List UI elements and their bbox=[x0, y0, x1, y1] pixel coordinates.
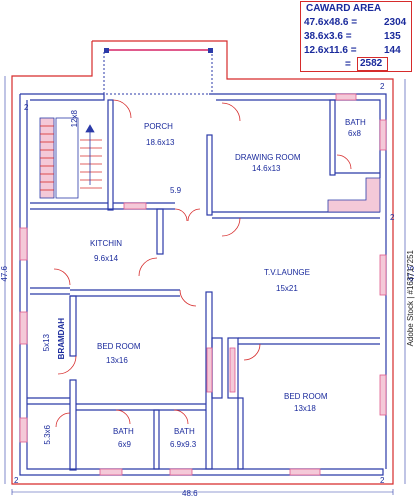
area-row: 12.6x11.6 = 144 bbox=[304, 45, 401, 56]
area-total: 2582 bbox=[360, 58, 383, 69]
doors bbox=[53, 99, 352, 428]
room-size-bath2: 6.9x9.3 bbox=[170, 440, 197, 449]
stock-watermark: Adobe Stock | #163717251 bbox=[406, 250, 415, 347]
porch-opening bbox=[103, 48, 213, 95]
area-total-prefix: = bbox=[345, 59, 351, 70]
plot-boundary bbox=[11, 40, 394, 485]
room-size-small: 5.3x6 bbox=[43, 425, 52, 445]
room-name-bath-top: BATH bbox=[345, 118, 366, 127]
dim-left-depth: 47.6 bbox=[0, 266, 9, 282]
dimension-lines bbox=[4, 76, 406, 495]
windows bbox=[19, 93, 387, 476]
room-size-kitchen: 9.6x14 bbox=[94, 254, 119, 263]
drawing-corner-unit bbox=[327, 177, 381, 213]
area-row-value: 135 bbox=[384, 31, 401, 42]
area-row: 47.6x48.6 = 2304 bbox=[304, 17, 406, 28]
dim-offset-mid-right: 2 bbox=[390, 213, 395, 222]
room-name-bramdah: BRAMDAH bbox=[57, 318, 66, 360]
area-table-title: CAWARD AREA bbox=[306, 3, 382, 14]
dim-gap: 5.9 bbox=[170, 186, 182, 195]
room-size-bed1: 13x16 bbox=[106, 356, 128, 365]
room-size-porch: 18.6x13 bbox=[146, 138, 175, 147]
room-size-bath-top: 6x8 bbox=[348, 129, 361, 138]
dim-offset-top-right: 2 bbox=[380, 82, 385, 91]
area-table: CAWARD AREA 47.6x48.6 = 2304 38.6x3.6 = … bbox=[300, 1, 412, 72]
room-size-bed2: 13x18 bbox=[294, 404, 316, 413]
dim-offset-top-left: 2 bbox=[24, 103, 29, 112]
area-row-value: 144 bbox=[384, 45, 401, 56]
room-name-tv: T.V.LAUNGE bbox=[264, 268, 310, 277]
staircase bbox=[39, 117, 102, 199]
dim-offset-bottom-left: 2 bbox=[14, 476, 19, 485]
room-name-bed1: BED ROOM bbox=[97, 342, 141, 351]
area-row-value: 2304 bbox=[384, 17, 407, 28]
room-size-stair: 12x8 bbox=[70, 110, 79, 128]
room-name-kitchen: KITCHIN bbox=[90, 239, 122, 248]
area-total-box bbox=[357, 57, 388, 71]
area-row-expr: 38.6x3.6 = bbox=[304, 31, 352, 42]
room-name-bath1: BATH bbox=[113, 427, 134, 436]
room-size-tv: 15x21 bbox=[276, 284, 298, 293]
room-name-bed2: BED ROOM bbox=[284, 392, 328, 401]
area-row: 38.6x3.6 = 135 bbox=[304, 31, 401, 42]
room-name-bath2: BATH bbox=[174, 427, 195, 436]
area-row-expr: 47.6x48.6 = bbox=[304, 17, 358, 28]
room-name-porch: PORCH bbox=[144, 122, 173, 131]
outer-walls bbox=[19, 93, 387, 476]
room-size-drawing: 14.6x13 bbox=[252, 164, 281, 173]
dim-offset-bottom-right: 2 bbox=[380, 476, 385, 485]
room-size-bramdah: 5x13 bbox=[42, 334, 51, 352]
room-name-drawing: DRAWING ROOM bbox=[235, 153, 301, 162]
interior-walls bbox=[27, 99, 380, 471]
room-size-bath1: 6x9 bbox=[118, 440, 131, 449]
area-row-expr: 12.6x11.6 = bbox=[304, 45, 357, 56]
dim-bottom-width: 48.6 bbox=[182, 489, 198, 498]
